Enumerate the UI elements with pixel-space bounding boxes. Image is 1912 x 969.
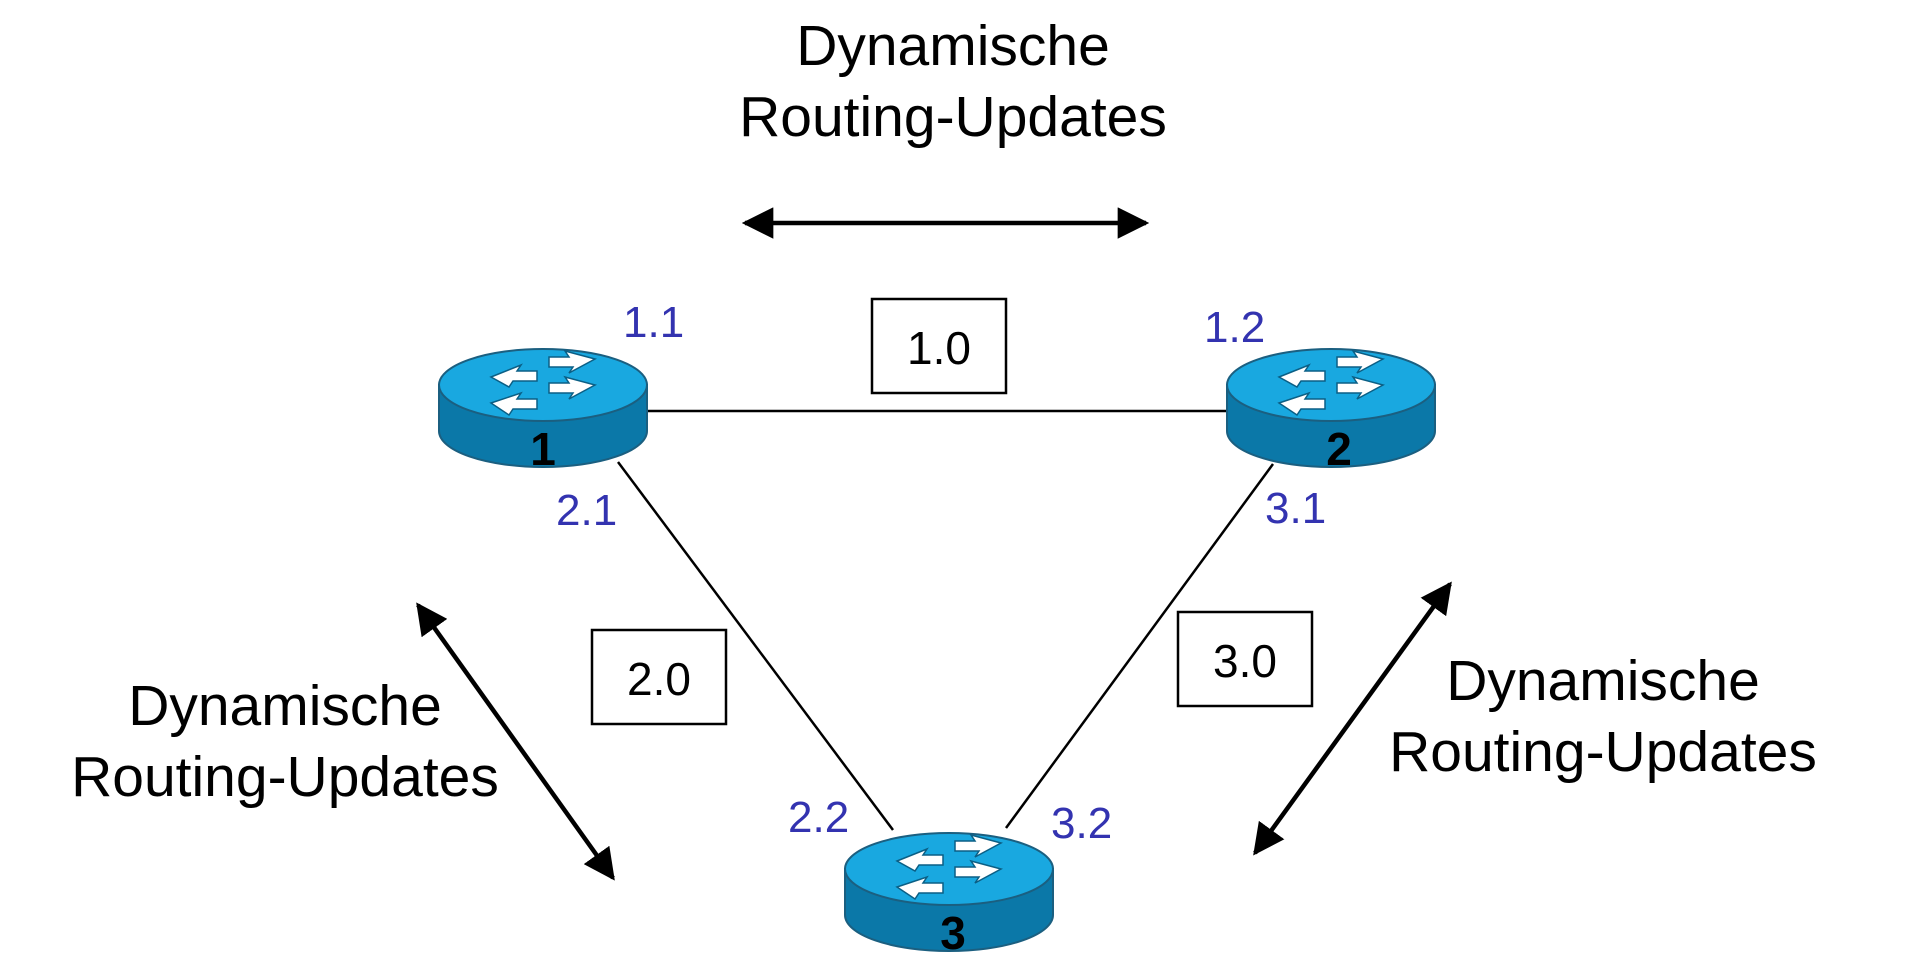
interface-label-r3-n2: 2.2	[788, 793, 849, 842]
network-box-2: 2.0	[590, 628, 728, 726]
update-arrow-left	[416, 602, 615, 881]
router-icon	[438, 348, 648, 468]
router-2-label: 2	[1326, 423, 1352, 475]
network-label-1: 1.0	[907, 322, 971, 374]
router-icon	[1226, 348, 1436, 468]
link-1-3	[616, 461, 895, 831]
interface-label-r2-n1: 1.2	[1204, 303, 1265, 352]
caption-left-line2: Routing-Updates	[71, 745, 499, 809]
router-3-label: 3	[940, 907, 966, 959]
network-box-3: 3.0	[1176, 610, 1314, 708]
network-label-3: 3.0	[1213, 635, 1277, 687]
update-arrow-right	[1253, 581, 1452, 856]
interface-label-r1-n2: 2.1	[556, 486, 617, 535]
router-2[interactable]: 2	[1226, 348, 1436, 475]
interface-label-r3-n3: 3.2	[1051, 799, 1112, 848]
caption-left-line1: Dynamische	[128, 674, 442, 738]
network-label-2: 2.0	[627, 653, 691, 705]
caption-right-line1: Dynamische	[1446, 649, 1760, 713]
interface-label-r1-n1: 1.1	[623, 298, 684, 347]
caption-top-line2: Routing-Updates	[739, 85, 1167, 149]
network-box-1: 1.0	[870, 297, 1008, 395]
caption-right-line2: Routing-Updates	[1389, 720, 1817, 784]
router-3[interactable]: 3	[844, 832, 1054, 959]
link-2-3	[1004, 463, 1275, 829]
interface-label-r2-n3: 3.1	[1265, 484, 1326, 533]
router-1-label: 1	[530, 423, 556, 475]
router-icon	[844, 832, 1054, 952]
caption-top-line1: Dynamische	[796, 14, 1110, 78]
router-1[interactable]: 1	[438, 348, 648, 475]
